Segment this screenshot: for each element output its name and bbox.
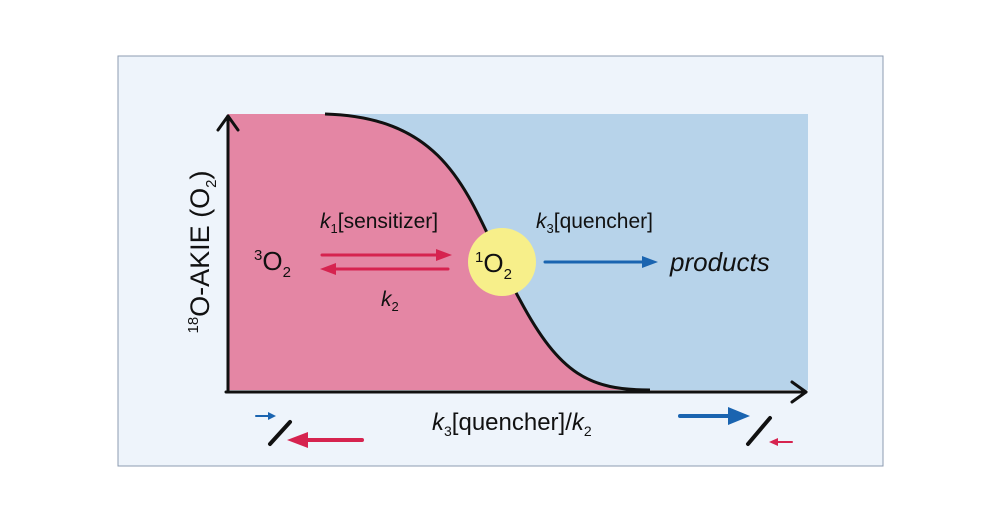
large-blue-arrow-head <box>728 407 750 425</box>
low-quencher-limit-icon <box>255 412 364 448</box>
large-red-arrow-head <box>287 432 308 448</box>
y-label-sub: 2 <box>203 179 220 187</box>
x-label-sub2: 2 <box>584 423 592 439</box>
triplet-oxygen-label: 3O2 <box>254 246 291 281</box>
x-label-k2: k <box>572 409 586 436</box>
products-label: products <box>669 247 770 277</box>
equilibrium-arrows <box>320 249 452 275</box>
x-axis-arrowhead <box>790 380 808 404</box>
y-axis-label: 18O-AKIE (O2) <box>185 170 220 333</box>
forward-rate-label: k1[sensitizer] <box>320 210 438 236</box>
triplet-sup: 3 <box>254 247 262 264</box>
singlet-oxygen-label: 1O2 <box>475 248 512 283</box>
high-quencher-limit-icon <box>678 407 793 446</box>
forward-rate-k: k <box>320 210 332 233</box>
y-label-close: ) <box>185 170 215 179</box>
quench-rate-k: k <box>536 210 548 233</box>
reverse-rate-label: k2 <box>381 288 399 314</box>
quench-rate-label: k3[quencher] <box>536 210 653 236</box>
x-label-k: k <box>432 409 446 436</box>
products-arrow-head <box>642 256 658 268</box>
singlet-sup: 1 <box>475 249 483 266</box>
reverse-rate-sub: 2 <box>392 299 399 314</box>
reverse-rate-k: k <box>381 288 393 311</box>
forward-rate-sub: 1 <box>331 221 338 236</box>
products-arrow <box>543 256 658 268</box>
reverse-arrow-head <box>320 263 336 275</box>
x-axis-label: k3[quencher]/k2 <box>432 409 592 439</box>
triplet-sub: 2 <box>283 264 291 281</box>
forward-rate-text: [sensitizer] <box>338 210 438 233</box>
singlet-oxygen-circle <box>468 228 536 296</box>
y-axis-arrowhead <box>216 114 240 132</box>
forward-arrow-head <box>436 249 452 261</box>
quench-rate-sub: 3 <box>547 221 554 236</box>
small-red-arrow-head <box>769 438 778 446</box>
axis-break-slash-left <box>268 420 292 446</box>
y-label-sup: 18 <box>185 317 202 334</box>
triplet-main: O <box>262 246 282 276</box>
axis-break-slash-right <box>746 416 772 446</box>
small-blue-arrow-head <box>268 412 276 420</box>
axes <box>216 114 808 404</box>
y-label-main: O-AKIE (O <box>185 188 215 317</box>
x-label-mid: [quencher]/ <box>452 409 572 436</box>
singlet-sub: 2 <box>504 266 512 283</box>
x-label-sub: 3 <box>444 423 452 439</box>
quench-rate-text: [quencher] <box>554 210 653 233</box>
singlet-main: O <box>483 248 503 278</box>
